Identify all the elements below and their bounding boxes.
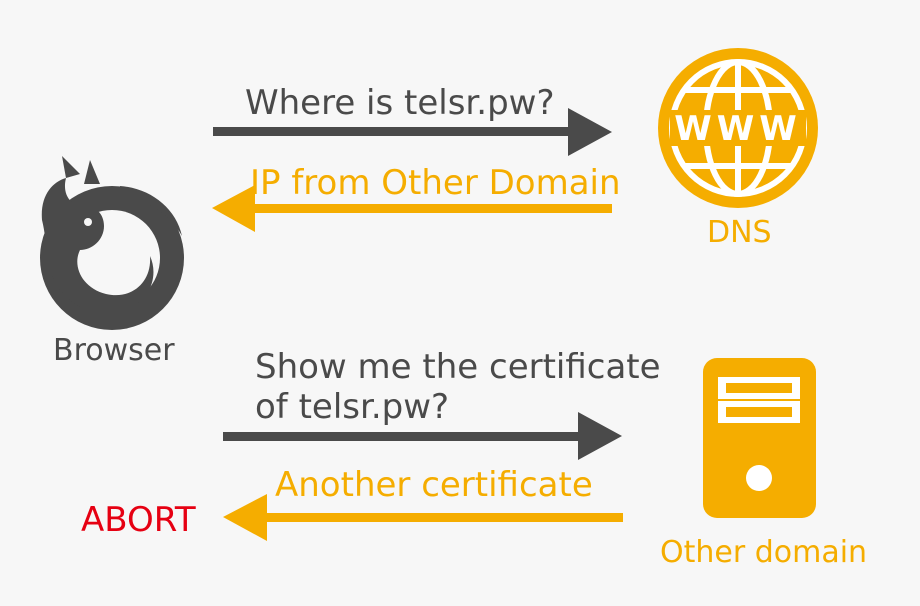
- cert-request-line1: Show me the certificate: [255, 347, 661, 387]
- dns-request-label: Where is telsr.pw?: [245, 83, 555, 123]
- arrow-cert-response: [223, 494, 623, 541]
- arrow-cert-request: [223, 412, 622, 460]
- firefox-logo-icon: [40, 156, 184, 330]
- browser-node-label: Browser: [53, 333, 175, 368]
- arrow-dns-response: [212, 185, 612, 232]
- abort-label: ABORT: [81, 500, 196, 540]
- cert-request-label: Show me the certificate of telsr.pw?: [255, 347, 661, 427]
- dns-response-label: IP from Other Domain: [250, 163, 621, 203]
- server-node-label: Other domain: [660, 535, 868, 570]
- cert-response-label: Another certificate: [275, 465, 593, 505]
- svg-text:WWW: WWW: [674, 109, 802, 149]
- www-globe-icon: WWW: [658, 48, 818, 208]
- cert-request-line2: of telsr.pw?: [255, 387, 450, 428]
- dns-node-label: DNS: [707, 215, 772, 250]
- arrow-dns-request: [213, 108, 612, 156]
- server-tower-icon: [703, 358, 816, 518]
